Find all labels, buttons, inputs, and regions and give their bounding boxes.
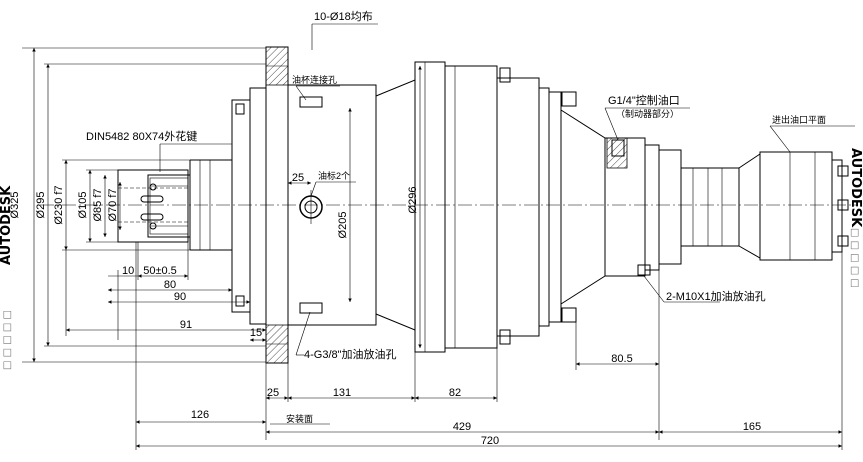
label-mount-face: 安装面: [286, 413, 313, 424]
dim-d205: Ø205: [337, 212, 349, 239]
spline-shaft: [117, 159, 232, 251]
dim-d85: Ø85 f7: [92, 188, 104, 221]
dim-80-5: 80.5: [611, 353, 632, 365]
dim-429: 429: [453, 421, 471, 433]
dim-d296: Ø296: [407, 187, 419, 214]
label-bolt-holes: 10-Ø18均布: [314, 10, 373, 23]
dim-165: 165: [743, 421, 761, 433]
dim-126: 126: [191, 409, 209, 421]
dim-720: 720: [481, 435, 499, 447]
housing-main: [414, 61, 606, 353]
label-fill-drain: 4-G3/8"加油放油孔: [304, 347, 397, 361]
hydraulic-motor: [680, 151, 849, 261]
label-spline: DIN5482 80X74外花键: [86, 129, 197, 143]
watermark-right: AUTODESK: [848, 148, 863, 228]
label-control-port: G1/4"控制油口: [608, 93, 680, 107]
dim-d325: Ø325: [9, 192, 21, 219]
brake-section: [604, 137, 682, 277]
dim-d295: Ø295: [35, 192, 47, 219]
diameter-dims: [22, 47, 422, 363]
label-brake-part: （制动器部分）: [616, 108, 679, 119]
dim-d105: Ø105: [77, 192, 89, 219]
bottom-dims: [135, 242, 843, 450]
label-oil-gauge: 油标2个: [318, 170, 350, 181]
watermark-left: AUTODESK: [0, 185, 14, 265]
leaders: [159, 23, 855, 425]
dim-25-bottom: 25: [267, 387, 279, 399]
label-oil-cup: 油杯连接孔: [292, 74, 337, 85]
watermark-right-marks: □ □ □ □ □: [849, 228, 860, 288]
dim-82: 82: [449, 387, 461, 399]
watermark-left-marks: □ □ □ □ □: [2, 310, 13, 370]
dim-d70: Ø70 f7: [107, 188, 119, 221]
label-inlet-face: 进出油口平面: [772, 114, 826, 125]
dim-90: 90: [174, 291, 186, 303]
dim-80: 80: [164, 279, 176, 291]
dim-10: 10: [122, 265, 134, 277]
dim-15: 15: [250, 327, 262, 339]
dim-91: 91: [180, 319, 192, 331]
dim-25-gauge: 25: [292, 172, 304, 184]
dim-131: 131: [333, 387, 351, 399]
horizontal-dims-left: [65, 242, 266, 342]
dim-d230: Ø230 f7: [53, 185, 65, 224]
label-drain: 2-M10X1加油放油孔: [666, 289, 766, 303]
dim-50: 50±0.5: [143, 265, 177, 277]
